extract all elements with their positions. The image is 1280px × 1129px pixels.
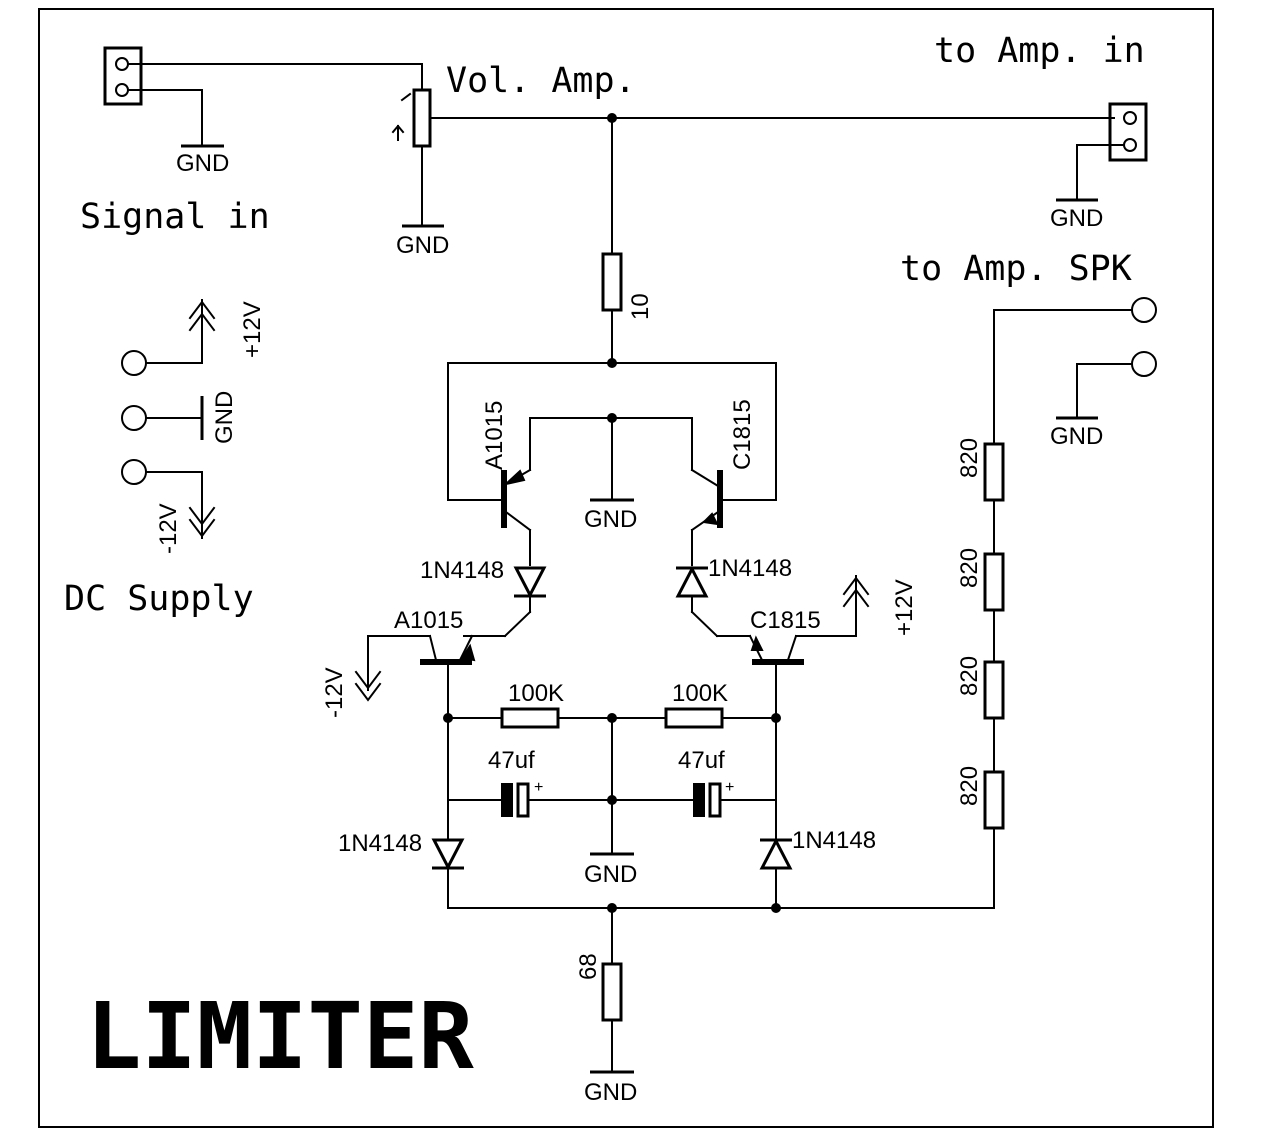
gnd-label: GND	[176, 150, 229, 177]
resistor-68	[590, 907, 634, 1074]
plus12v-arrow-right	[842, 575, 870, 637]
transistor-q2-c1815	[690, 468, 777, 566]
signal-in-label: Signal in	[80, 197, 270, 237]
plus12v-label: +12V	[891, 579, 918, 636]
transistor-q1-a1015	[447, 468, 532, 566]
gnd-label: GND	[584, 1079, 637, 1106]
vol-amp-label: Vol. Amp.	[446, 61, 636, 101]
resistor-100k-right	[664, 707, 724, 729]
to-amp-in-connector	[611, 102, 1148, 202]
diode-d2	[675, 565, 751, 638]
capacitor-47uf-left	[501, 782, 530, 818]
r820-2-label: 820	[956, 548, 983, 588]
resistor-chain-820	[983, 309, 1005, 909]
r820-3-label: 820	[956, 656, 983, 696]
transistor-q3-a1015	[367, 634, 476, 719]
gnd-label: GND	[584, 506, 637, 533]
minus12v-label: -12V	[321, 667, 348, 718]
r100k-right-label: 100K	[672, 680, 728, 707]
capacitor-47uf-right	[693, 782, 722, 818]
diode-d3	[431, 838, 465, 871]
gnd-label: GND	[1050, 205, 1103, 232]
resistor-68-value: 68	[575, 953, 602, 980]
d1-label: 1N4148	[420, 557, 504, 584]
gnd-label: GND	[211, 391, 238, 444]
signal-in-connector	[103, 46, 413, 148]
r820-1-label: 820	[956, 438, 983, 478]
cap-right-plus: +	[725, 779, 734, 796]
q1-label: A1015	[481, 401, 508, 470]
minus12v-label: -12V	[155, 503, 182, 554]
dc-supply-label: DC Supply	[64, 579, 254, 619]
title: LIMITER	[86, 983, 474, 1090]
dc-supply-terminals	[121, 299, 216, 539]
border-frame	[38, 8, 1214, 1128]
resistor-10-value: 10	[627, 293, 654, 320]
resistor-10	[601, 117, 623, 364]
gnd-label: GND	[1050, 423, 1103, 450]
cap-left-plus: +	[534, 779, 543, 796]
cap-left-label: 47uf	[488, 747, 535, 774]
to-amp-spk-label: to Amp. SPK	[900, 249, 1132, 289]
d4-label: 1N4148	[792, 827, 876, 854]
plus12v-label: +12V	[239, 301, 266, 358]
diode-d1	[471, 566, 547, 638]
q3-label: A1015	[394, 607, 463, 634]
gnd-label: GND	[584, 861, 637, 888]
gnd-label: GND	[396, 232, 449, 259]
resistor-100k-left	[500, 707, 560, 729]
to-amp-in-label: to Amp. in	[934, 31, 1145, 71]
transistor-q4-c1815	[748, 634, 857, 719]
q4-label: C1815	[750, 607, 821, 634]
minus12v-arrow-left	[354, 635, 382, 702]
r820-4-label: 820	[956, 766, 983, 806]
d2-label: 1N4148	[708, 555, 792, 582]
r100k-left-label: 100K	[508, 680, 564, 707]
q2-label: C1815	[729, 399, 756, 470]
d3-label: 1N4148	[338, 830, 422, 857]
volume-potentiometer	[391, 63, 613, 228]
cap-right-label: 47uf	[678, 747, 725, 774]
diode-d4	[759, 837, 793, 870]
to-amp-spk-terminals	[993, 297, 1157, 420]
